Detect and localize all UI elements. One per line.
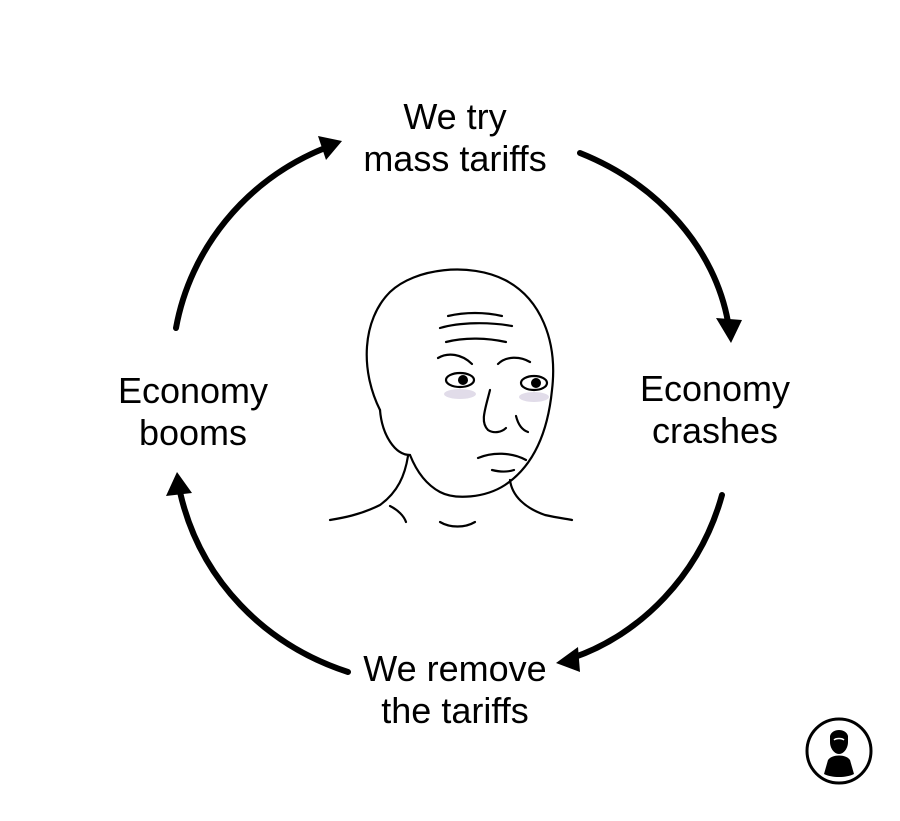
wojak-face-drawing xyxy=(328,268,574,528)
arrow-left-to-top xyxy=(173,136,342,331)
node-top-label: We try mass tariffs xyxy=(330,96,580,180)
node-right-line-1: Economy xyxy=(639,368,791,409)
node-right-line-2: crashes xyxy=(651,410,779,451)
node-left-label: Economy booms xyxy=(88,370,298,454)
arrow-right-to-bottom xyxy=(556,492,725,672)
node-top-line-1: We try xyxy=(403,96,507,137)
sad-wojak-face xyxy=(320,260,580,540)
node-bottom-line-1: We remove xyxy=(363,648,547,689)
node-bottom-label: We remove the tariffs xyxy=(330,648,580,732)
node-right-label: Economy crashes xyxy=(610,368,820,452)
node-left-line-2: booms xyxy=(138,412,248,453)
node-top-line-2: mass tariffs xyxy=(363,138,547,179)
arrow-top-to-right xyxy=(577,150,742,343)
portrait-logo-icon xyxy=(805,717,873,785)
node-bottom-line-2: the tariffs xyxy=(381,690,529,731)
node-left-line-1: Economy xyxy=(117,370,269,411)
arrow-bottom-to-left xyxy=(166,472,351,675)
